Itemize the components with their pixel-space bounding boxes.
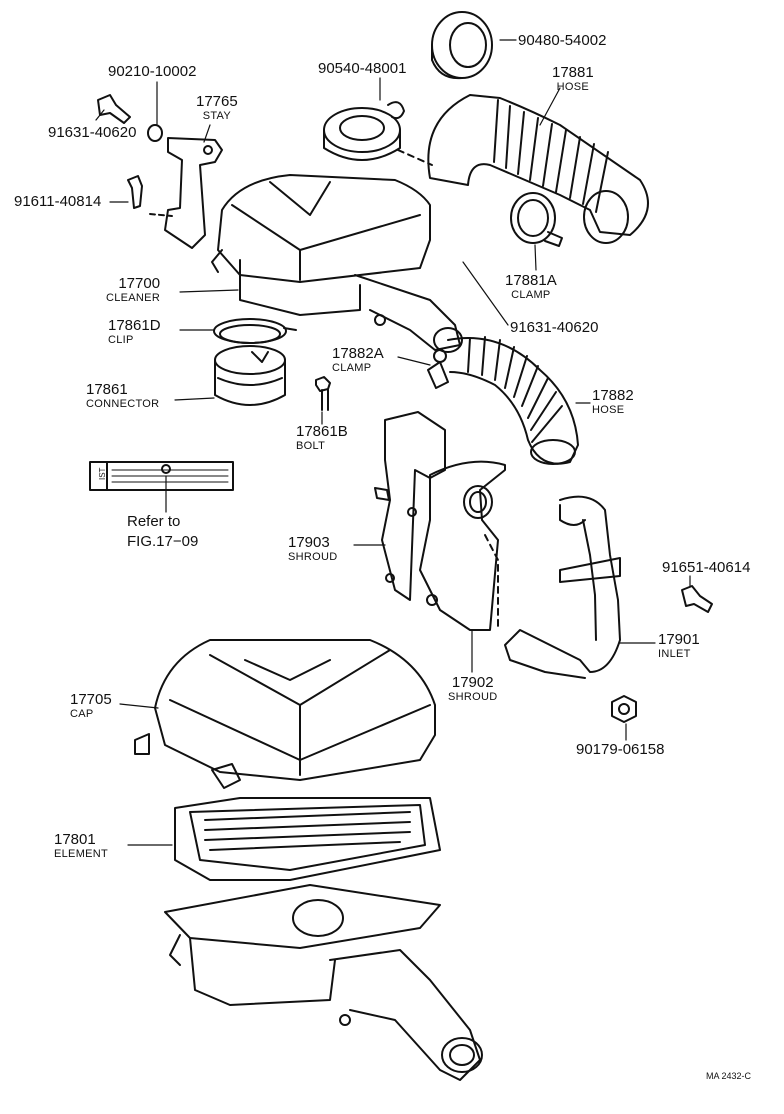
connector-drawing bbox=[214, 345, 286, 406]
part-label-91611-40814: 91611-40814 bbox=[14, 193, 102, 210]
nut-90179-drawing bbox=[611, 695, 637, 723]
shroud-17902-drawing bbox=[419, 460, 506, 631]
clip-drawing bbox=[213, 318, 297, 344]
stay-drawing bbox=[97, 94, 223, 249]
element-drawing bbox=[174, 797, 441, 881]
lower-case-drawing bbox=[164, 884, 483, 1081]
part-label-91631-40620-lower: 91631-40620 bbox=[510, 319, 599, 336]
part-label-91631-40620-upper: 91631-40620 bbox=[48, 124, 137, 141]
label-plate-drawing bbox=[89, 461, 234, 491]
part-label-90210-10002: 90210-10002 bbox=[108, 63, 197, 80]
part-label-90480-54002: 90480-54002 bbox=[518, 32, 607, 49]
reference-line-2: FIG.17−09 bbox=[127, 533, 199, 550]
hose-17881-drawing bbox=[397, 94, 649, 244]
label-plate-text: IST bbox=[98, 467, 107, 480]
inlet-drawing bbox=[504, 495, 621, 679]
part-label-91651-40614: 91651-40614 bbox=[662, 559, 751, 576]
bolt-drawing bbox=[315, 376, 331, 411]
part-label-90540-48001: 90540-48001 bbox=[318, 60, 407, 77]
clamp-17881a-drawing bbox=[510, 192, 563, 247]
shroud-17903-drawing bbox=[374, 411, 446, 601]
reference-line-1: Refer to bbox=[127, 513, 181, 530]
cap-drawing bbox=[134, 639, 436, 789]
part-label-90179-06158: 90179-06158 bbox=[576, 741, 665, 758]
seal-drawing bbox=[323, 101, 405, 161]
bolt-91651-drawing bbox=[681, 585, 713, 613]
reference-note: Refer to FIG.17−09 bbox=[127, 512, 198, 552]
cleaner-assembly-drawing bbox=[211, 174, 463, 353]
hose-17882-drawing bbox=[427, 336, 579, 465]
diagram-code-stamp: MA 2432-C bbox=[706, 1071, 752, 1081]
grommet-drawing bbox=[431, 11, 493, 80]
leader-lines bbox=[95, 39, 691, 846]
